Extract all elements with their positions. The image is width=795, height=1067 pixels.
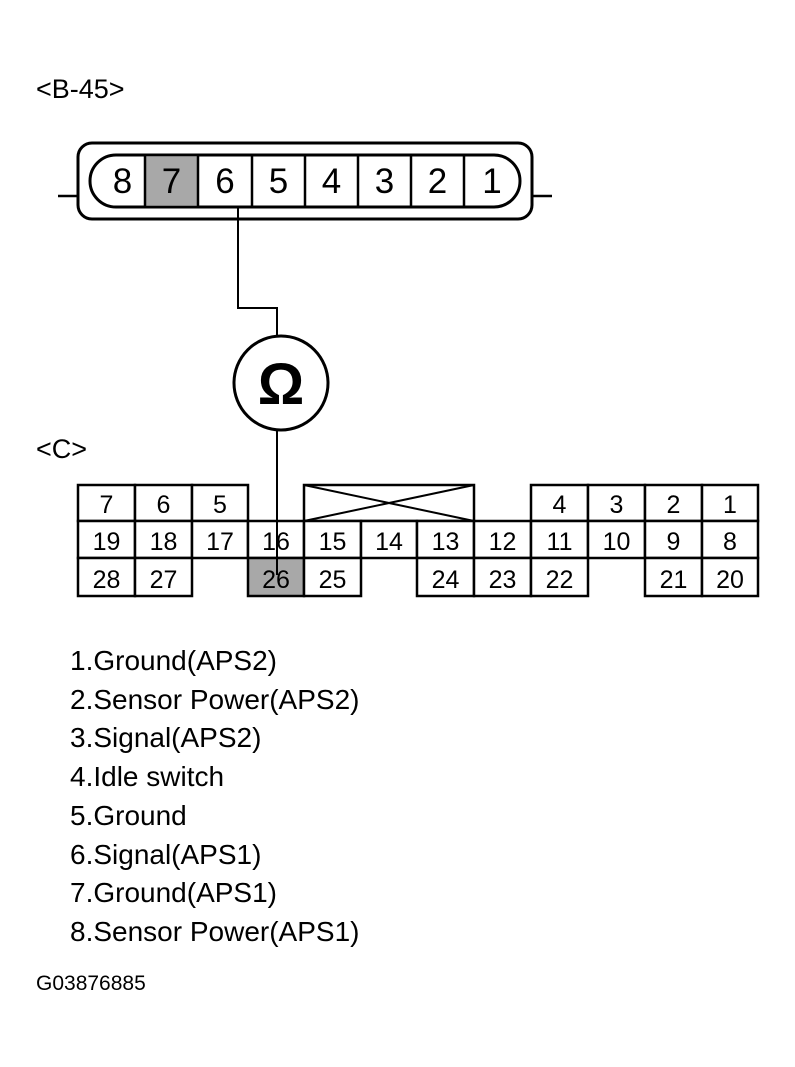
c-pin-cell-14 (359, 519, 419, 560)
c-pin-cell-13 (415, 519, 476, 560)
ohm-icon: Ω (258, 352, 305, 417)
c-pin-15: 15 (319, 528, 347, 556)
c-pin-cell-20 (700, 556, 760, 598)
pin-highlight (146, 157, 197, 205)
c-pin-9: 9 (667, 528, 681, 556)
b45-pin-8: 8 (113, 162, 132, 201)
legend-item: 3.Signal(APS2) (70, 722, 262, 754)
connector-c-label: <C> (36, 434, 88, 464)
legend-item: 6.Signal(APS1) (70, 838, 262, 870)
b45-pin-6: 6 (215, 162, 234, 201)
figure-code: G03876885 (36, 972, 146, 995)
c-pin-10: 10 (603, 528, 631, 556)
b45-pin-4: 4 (322, 162, 341, 201)
c-pin-cell-22 (529, 556, 590, 598)
c-pin-21: 21 (660, 566, 688, 594)
b45-pin-7: 7 (162, 162, 181, 201)
connector-b45-label: <B-45> (36, 74, 125, 104)
c-pin-6: 6 (157, 491, 171, 519)
pin-legend: 1.Ground(APS2) 2.Sensor Power(APS2) 3.Si… (70, 642, 359, 952)
b45-pin-5: 5 (269, 162, 288, 201)
legend-item: 4.Idle switch (70, 761, 225, 793)
c-pin-19: 19 (93, 528, 121, 556)
c-pin-28: 28 (93, 566, 121, 594)
c-pin-11: 11 (547, 528, 573, 556)
c-pin-cell-25 (302, 556, 363, 598)
c-pin-18: 18 (150, 528, 178, 556)
c-pin-13: 13 (432, 528, 460, 556)
c-pin-20: 20 (716, 566, 744, 594)
c-pin-14: 14 (375, 528, 403, 556)
c-pin-cell-28 (76, 556, 137, 598)
c-pin-cell-24 (415, 556, 476, 598)
c-pin-4: 4 (553, 491, 567, 519)
c-pin-cell-21 (643, 556, 704, 598)
c-pin-5: 5 (213, 491, 227, 519)
c-pin-1: 1 (723, 491, 737, 519)
legend-item: 8.Sensor Power(APS1) (70, 915, 360, 947)
c-pin-27: 27 (150, 566, 178, 594)
ohmmeter-symbol (232, 334, 330, 432)
c-pin-3: 3 (610, 491, 624, 519)
legend-item: 1.Ground(APS2) (70, 645, 277, 676)
b45-pin-2: 2 (428, 162, 447, 201)
lead-to-b45-pin-6 (237, 207, 278, 337)
c-pin-23: 23 (489, 566, 517, 594)
c-pin-8: 8 (723, 528, 737, 556)
c-pin-7: 7 (100, 491, 114, 519)
legend-item: 7.Ground(APS1) (70, 877, 277, 909)
b45-pin-1: 1 (482, 162, 501, 201)
c-pin-cell-5 (190, 483, 250, 523)
blocked-cavity-cross (303, 484, 475, 522)
c-pin-2: 2 (667, 491, 681, 519)
c-pin-17: 17 (206, 528, 234, 556)
c-pin-cell-27 (133, 556, 194, 598)
c-pin-12: 12 (489, 528, 517, 556)
b45-pin-3: 3 (375, 162, 394, 201)
c-pin-25: 25 (319, 566, 347, 594)
test-lead-wiring: Ω (232, 207, 330, 575)
legend-item: 5.Ground (70, 799, 187, 831)
legend-item: 2.Sensor Power(APS2) (70, 683, 360, 715)
c-pin-24: 24 (432, 566, 460, 594)
c-pin-22: 22 (546, 566, 574, 594)
c-pin-cell-23 (472, 556, 533, 598)
c-pin-cell-10 (586, 519, 647, 560)
connector-c: 7654321191817161514131211109828272625242… (76, 483, 760, 598)
